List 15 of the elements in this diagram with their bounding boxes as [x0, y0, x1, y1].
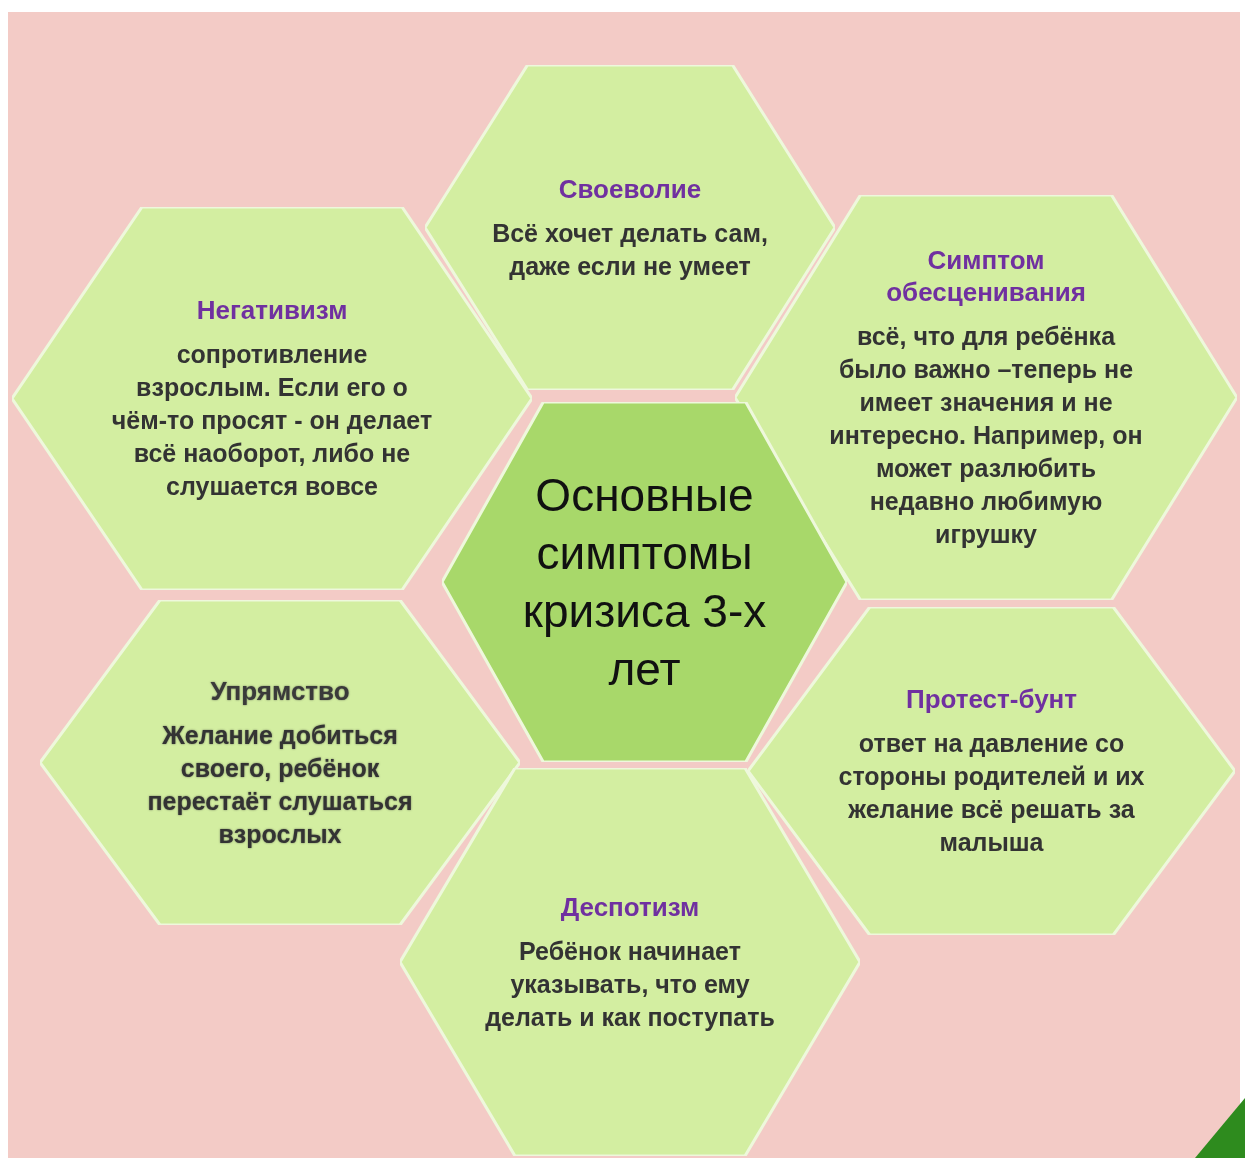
hexagon-heading: Своеволие — [558, 172, 702, 205]
hexagon-heading: Протест-бунт — [905, 683, 1078, 715]
hexagon-description: Желание добиться своего, ребёнок перестаёт слушаться взрослых — [146, 719, 414, 850]
hexagon — [40, 600, 520, 925]
hexagon-heading: Деспотизм — [560, 890, 700, 923]
hexagon-description: сопротивление взрослым. Если его о чём-то просят - он делает всё наоборот, либо не слушается вовсе — [110, 339, 434, 502]
center-title: Основные симптомы кризиса 3-х лет — [521, 468, 768, 697]
hexagon-description: Ребёнок начинает указывать, что ему делать и как поступать — [485, 935, 775, 1033]
hexagon-description: ответ на давление со стороны родителей и их желание всё решать за малыша — [837, 728, 1146, 858]
hexagon-description: Всё хочет делать сам, даже если не умеет — [491, 217, 769, 282]
hexagon-heading: Симптом обесценивания — [885, 244, 1087, 308]
hexagon — [425, 65, 835, 390]
hexagon-description: всё, что для ребёнка было важно –теперь не имеет значения и не интересно. Например, он может разлюбить недавно любимую игрушку — [828, 321, 1144, 550]
hexagon-heading: Негативизм — [196, 294, 348, 326]
hexagon-heading: Упрямство — [210, 674, 350, 707]
